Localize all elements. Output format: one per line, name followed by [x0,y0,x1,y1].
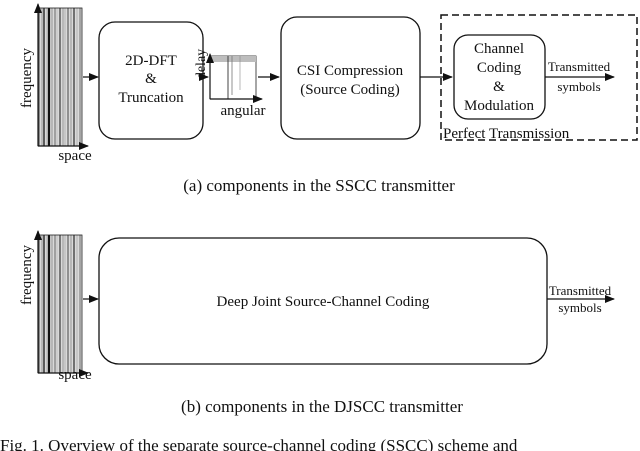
csi-box-line2: (Source Coding) [300,82,400,98]
sscc-diagram: frequency space 2D-DFT & Truncation dela… [19,3,638,164]
perfect-transmission-label: Perfect Transmission [443,126,570,142]
dft-box-line1: 2D-DFT [125,53,177,69]
csi-box-line1: CSI Compression [297,63,404,79]
csi-angular-delay-image [206,53,263,103]
caption-a: (a) components in the SSCC transmitter [183,176,455,195]
figure-caption: Fig. 1. Overview of the separate source-… [0,436,518,451]
channel-box-line1: Channel [474,41,524,57]
dft-box-line3: Truncation [118,90,184,106]
djscc-box [98,237,548,365]
perfect-transmission-region [440,14,638,141]
output-label-line1-bottom: Transmitted [549,283,612,298]
channel-box-line4: Modulation [464,98,534,114]
dft-box-line2: & [145,71,157,87]
csi-spatial-frequency-image [34,3,89,150]
caption-b: (b) components in the DJSCC transmitter [181,397,463,416]
axis-frequency-label: frequency [19,48,35,108]
axis-space-label: space [58,148,92,164]
axis-frequency-label-bottom: frequency [19,245,35,305]
channel-box-line2: Coding [477,60,522,76]
axis-delay-label: delay [194,49,209,79]
axis-angular-label: angular [221,103,266,119]
channel-box-line3: & [493,79,505,95]
output-label-line2-bottom: symbols [558,300,601,315]
output-label-line1: Transmitted [548,59,611,74]
djscc-box-label: Deep Joint Source-Channel Coding [217,294,430,310]
djscc-diagram: frequency space Deep Joint Source-Channe… [19,230,615,383]
output-label-line2: symbols [557,79,600,94]
csi-compression-box [280,16,421,140]
axis-space-label-bottom: space [58,367,92,383]
csi-spatial-frequency-image-bottom [34,230,89,377]
